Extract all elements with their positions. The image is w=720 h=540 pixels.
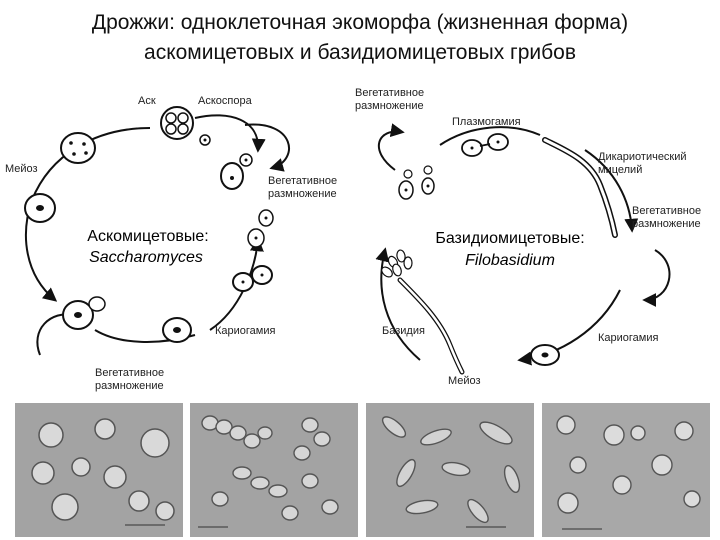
basidio-veg-top-loop — [377, 123, 405, 171]
basidiomycete-cycle: Вегетативное размножение Плазмогамия Дик… — [355, 87, 701, 387]
basidio-center-label: Базидиомицетовые: — [435, 230, 584, 247]
label-karyogamy-asco: Кариогамия — [215, 325, 276, 337]
label-meiosis-basidio: Мейоз — [448, 375, 481, 387]
basidio-cycle-arrow-right — [584, 149, 639, 233]
basidio-cycle-arrow-top — [439, 126, 541, 146]
photo-elongated-cells — [366, 403, 534, 537]
basidio-cycle-arrow-left — [375, 247, 421, 361]
basidio-haploid-cells — [398, 165, 435, 200]
basidio-veg-right-loop — [642, 249, 671, 307]
ask-cell — [160, 106, 194, 140]
label-veg2-line2: размножение — [95, 380, 164, 392]
label-veg1-line2: размножение — [268, 188, 337, 200]
label-veg1-line1: Вегетативное — [268, 175, 337, 187]
haploid-cell-small — [258, 209, 274, 227]
label-veg-right-line1: Вегетативное — [632, 205, 701, 217]
asco-ascospore-arrow — [194, 114, 266, 153]
label-dikaryotic-line1: Дикариотический — [598, 151, 687, 163]
asco-center-label: Аскомицетовые: — [87, 228, 208, 245]
diploid-cell-left — [24, 193, 56, 223]
title-line-2: аскомицетовых и базидиомицетовых грибов — [144, 41, 576, 64]
ascospore-cell — [199, 134, 211, 146]
budding-cell-top — [220, 153, 253, 190]
label-karyogamy-basidio: Кариогамия — [598, 332, 659, 344]
label-veg-top-line2: размножение — [355, 100, 424, 112]
label-veg-top-line1: Вегетативное — [355, 87, 424, 99]
zygote-cell — [162, 317, 192, 343]
asco-veg-loop-arrow — [244, 123, 290, 172]
diploid-budding-cell — [62, 296, 106, 330]
slide-title: Дрожжи: одноклеточная экоморфа (жизненна… — [0, 8, 720, 68]
haploid-cell-mid — [247, 228, 265, 248]
label-plasmogamy: Плазмогамия — [452, 116, 521, 128]
label-basidium: Базидия — [382, 325, 425, 337]
label-meiosis-asco: Мейоз — [5, 163, 38, 175]
plasmogamy-cells — [461, 133, 509, 157]
basidio-diploid-cell — [530, 344, 560, 366]
fusing-cells — [232, 265, 273, 292]
basidio-center-organism: Filobasidium — [465, 252, 555, 269]
label-veg2-line1: Вегетативное — [95, 367, 164, 379]
label-dikaryotic-line2: мицелий — [598, 164, 642, 176]
basidiospore-cluster — [381, 249, 413, 278]
label-ask: Аск — [138, 95, 156, 107]
asco-center-organism: Saccharomyces — [89, 249, 203, 266]
ascomycete-cycle: Аск Аскоспора Мейоз Вегетативное размнож… — [5, 95, 337, 392]
label-ascospore: Аскоспора — [198, 95, 253, 107]
label-veg-right-line2: размножение — [632, 218, 701, 230]
photo-round-cells — [542, 403, 710, 537]
photo-cell-chains — [190, 403, 358, 537]
meiosis-cell — [60, 132, 96, 164]
title-line-1: Дрожжи: одноклеточная экоморфа (жизненна… — [91, 11, 629, 34]
photo-budding-yeast — [15, 403, 183, 537]
